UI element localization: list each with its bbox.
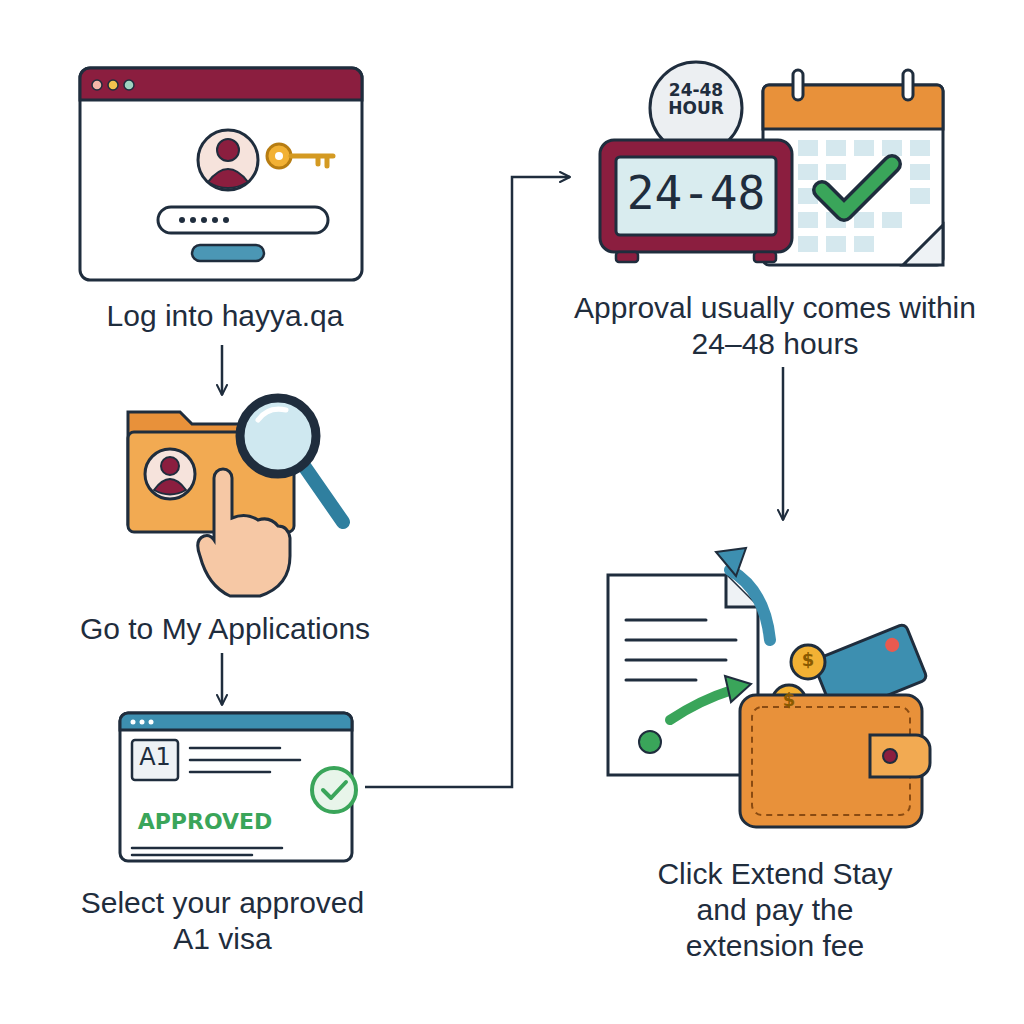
clock-calendar-part <box>793 70 803 100</box>
step-box: Go to My Applications <box>55 395 395 653</box>
login-window-part <box>192 245 264 261</box>
clock-calendar-part-part <box>910 140 930 156</box>
clock-calendar-part-part <box>798 212 818 228</box>
login-window-part <box>80 68 362 100</box>
clock-calendar <box>600 62 943 265</box>
step-caption: Click Extend Stay and pay the extension … <box>644 856 906 964</box>
login-window-part <box>267 144 291 168</box>
clock-calendar-part <box>763 85 943 129</box>
clock-calendar-part-part <box>854 212 874 228</box>
clock-calendar-part-part <box>826 164 846 180</box>
folder-search-part <box>302 463 343 522</box>
document-wallet-part <box>716 548 746 576</box>
clock-calendar-part-part <box>798 140 818 156</box>
flow-arrow <box>365 177 570 787</box>
document-wallet-part <box>883 636 901 654</box>
step-caption: Go to My Applications <box>55 611 395 647</box>
login-window-part <box>212 217 218 223</box>
approved-window-part <box>132 740 178 780</box>
clock-calendar-part-part <box>826 140 846 156</box>
login-window-part <box>179 217 185 223</box>
login-window-part <box>80 68 362 280</box>
login-window-part <box>190 217 196 223</box>
flow-arrow <box>221 345 224 395</box>
clock-calendar-part-part <box>882 140 902 156</box>
document-wallet <box>608 548 930 827</box>
clock-calendar-part <box>903 70 913 100</box>
flow-arrow <box>782 367 785 520</box>
login-window-part <box>208 169 248 188</box>
illustration-text: 24-48 HOUR <box>656 82 736 118</box>
login-window-part <box>124 80 134 90</box>
clock-calendar-part-part <box>910 164 930 180</box>
clock-calendar-part <box>903 225 943 265</box>
login-window-part <box>201 217 207 223</box>
document-wallet-part <box>639 731 661 753</box>
document-wallet-part <box>740 695 922 827</box>
clock-calendar-part <box>822 164 892 212</box>
illustration-text: 24-48 <box>616 169 776 217</box>
clock-calendar-part <box>600 140 792 252</box>
illustration-text: $ <box>791 651 825 670</box>
folder-search-part <box>240 398 316 474</box>
approved-window-part <box>149 720 154 725</box>
login-window-part <box>217 139 239 161</box>
login-window-part <box>223 217 229 223</box>
document-wallet-part <box>608 575 758 775</box>
approved-window-part <box>323 782 346 798</box>
login-window-part <box>198 130 258 190</box>
document-wallet-part <box>626 620 736 680</box>
login-window-part <box>158 207 328 233</box>
document-wallet-part <box>883 749 897 763</box>
folder-search-part <box>145 449 195 499</box>
illustration-text: A1 <box>132 745 178 770</box>
login-window-part <box>92 80 102 90</box>
document-wallet-part <box>730 570 770 640</box>
approved-window-part <box>312 768 356 812</box>
step-box: Log into hayya.qa <box>70 58 380 345</box>
document-wallet-part <box>870 735 930 777</box>
clock-calendar-part-part <box>910 188 930 204</box>
folder-search-part <box>198 469 290 596</box>
clock-calendar-part-part <box>854 140 874 156</box>
folder-search-part <box>258 409 286 420</box>
login-window-part <box>291 156 333 166</box>
step-box: Click Extend Stay and pay the extension … <box>590 520 960 965</box>
approved-window-part <box>140 720 145 725</box>
document-wallet-part <box>670 690 732 720</box>
flow-arrow <box>221 653 224 705</box>
approved-window-part <box>120 713 352 730</box>
clock-calendar-part-part <box>798 236 818 252</box>
clock-calendar-part-part <box>826 236 846 252</box>
step-caption: Select your approved A1 visa <box>80 885 365 957</box>
clock-calendar-part <box>616 157 776 235</box>
clock-calendar-part-part <box>854 236 874 252</box>
step-caption: Approval usually comes within 24–48 hour… <box>570 290 980 362</box>
login-window <box>80 68 362 280</box>
clock-calendar-part-part <box>882 212 902 228</box>
folder-search <box>128 398 343 596</box>
document-wallet-part <box>752 707 910 815</box>
clock-calendar-part-part <box>798 164 818 180</box>
approved-window-part <box>131 720 136 725</box>
clock-calendar-part <box>798 140 930 252</box>
step-caption: Log into hayya.qa <box>70 298 380 334</box>
folder-search-part <box>161 457 179 475</box>
clock-calendar-part <box>616 252 638 262</box>
login-window-part <box>108 80 118 90</box>
login-window-part <box>275 152 283 160</box>
clock-calendar-part <box>754 252 776 262</box>
illustration-text: $ <box>772 691 806 710</box>
clock-calendar-part <box>822 164 892 212</box>
approved-window <box>120 713 356 861</box>
folder-search-part <box>154 479 186 495</box>
document-wallet-part <box>791 645 825 679</box>
illustration-text: APPROVED <box>130 810 280 833</box>
